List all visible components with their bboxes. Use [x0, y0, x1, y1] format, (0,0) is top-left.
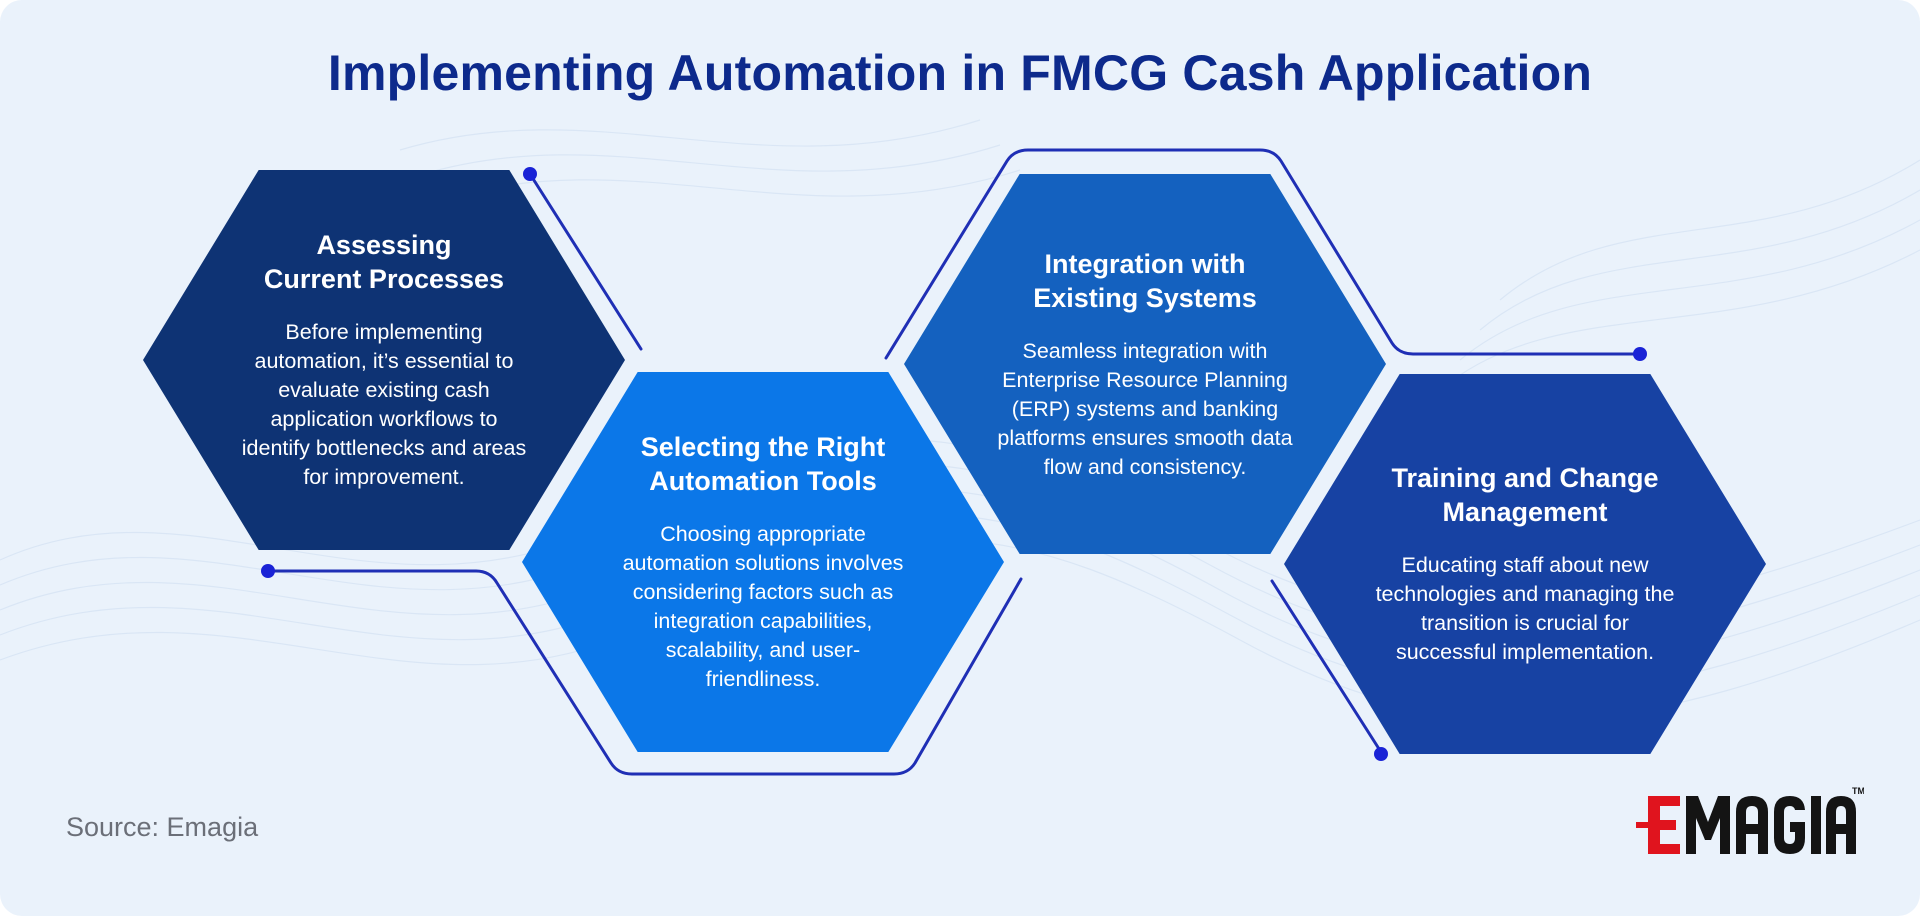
- connector-dot: [523, 167, 537, 181]
- step-hexagon-selecting-tools: Selecting the Right Automation Tools Cho…: [522, 372, 1004, 752]
- connector-bottom-left: [266, 569, 1023, 776]
- step-hexagon-integration: Integration with Existing Systems Seamle…: [904, 174, 1386, 554]
- source-caption: Source: Emagia: [66, 812, 259, 842]
- step-description: Before implementing automation, it’s ess…: [241, 320, 527, 489]
- connector-dot: [261, 564, 275, 578]
- logo-letter-m: [1686, 796, 1730, 854]
- logo-letter-e: [1636, 796, 1680, 854]
- page-title: Implementing Automation in FMCG Cash App…: [327, 45, 1593, 101]
- step-title: Assessing Current Processes: [263, 230, 505, 294]
- connector-dot: [1633, 347, 1647, 361]
- logo-letter-a: [1736, 796, 1768, 854]
- step-description: Seamless integration with Enterprise Res…: [997, 338, 1293, 479]
- step-hexagon-assessing-processes: Assessing Current Processes Before imple…: [143, 170, 625, 550]
- logo-letter-g: [1774, 796, 1805, 854]
- connector-top-right: [884, 148, 1642, 360]
- connector-top-left: [528, 172, 643, 351]
- step-hexagon-training: Training and Change Management Educating…: [1284, 374, 1766, 754]
- step-description: Educating staff about new technologies a…: [1375, 553, 1675, 664]
- step-description: Choosing appropriate automation solution…: [622, 522, 904, 691]
- logo-letter-a-2: [1826, 796, 1856, 854]
- step-title: Integration with Existing Systems: [1033, 248, 1257, 313]
- connector-dot: [1374, 747, 1388, 761]
- logo-trademark: TM: [1852, 786, 1864, 796]
- step-title: Training and Change Management: [1391, 463, 1659, 527]
- step-title: Selecting the Right Automation Tools: [640, 432, 886, 496]
- logo-letter-i: [1811, 796, 1821, 854]
- connector-bottom-right: [1270, 579, 1383, 754]
- emagia-logo: TM: [1636, 786, 1864, 854]
